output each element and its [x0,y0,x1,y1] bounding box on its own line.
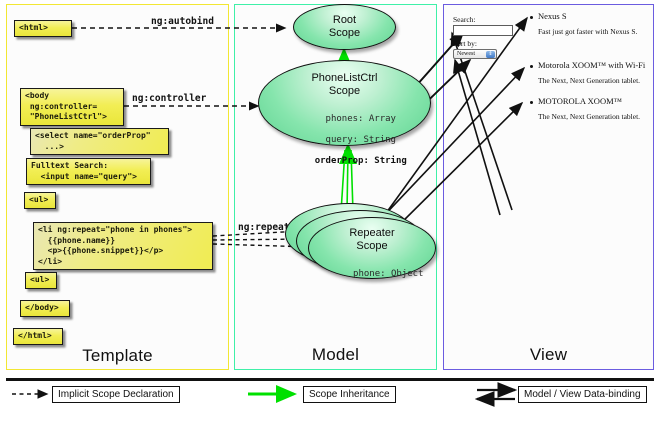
legend-divider [6,378,654,381]
scope-prop-phone: phone: Object [353,268,424,279]
code-box-ul-close: <ul> [25,272,57,289]
phone-name[interactable]: Motorola XOOM™ with Wi-Fi [538,60,646,70]
scope-prop-orderprop: orderProp: String [314,155,407,166]
view-search-label: Search: [453,15,476,24]
scope-prop-phones: phones: Array [325,113,396,124]
code-box-fulltext-search: Fulltext Search: <input name="query"> [26,158,151,185]
phone-snippet: The Next, Next Generation tablet. [538,112,641,121]
legend-implicit-scope-declaration: Implicit Scope Declaration [52,386,180,403]
search-input[interactable] [453,25,513,36]
code-box-li-repeat: <li ng:repeat="phone in phones"> {{phone… [33,222,213,270]
panel-model-label: Model [311,345,360,364]
phone-name[interactable]: Nexus S [538,11,567,21]
code-box-body-close: </body> [20,300,70,317]
chevron-updown-icon: ⇕ [486,51,495,58]
list-bullet [530,65,533,68]
connector-label-ng-controller: ng:controller [132,93,207,104]
code-box-ul-open: <ul> [24,192,56,209]
connector-label-ng-repeat: ng:repeat [238,222,290,233]
legend-model-view-data-binding: Model / View Data-binding [518,386,647,403]
sort-by-selected-value: Newest [457,51,475,57]
legend-glyph-databinding [474,382,518,407]
panel-view-label: View [529,345,568,364]
panel-template-label: Template [82,346,153,365]
legend-scope-inheritance: Scope Inheritance [303,386,396,403]
list-bullet [530,101,533,104]
list-bullet [530,16,533,19]
scope-phonelistctrl-props: phones: Array query: String orderProp: S… [259,103,430,177]
code-box-html-open: <html> [14,20,72,37]
code-box-html-close: </html> [13,328,63,345]
scope-repeater-props: phone: Object [309,258,435,290]
connector-label-ng-autobind: ng:autobind [151,16,214,27]
panel-model: Model [234,4,437,370]
sort-by-select[interactable]: Newest ⇕ [453,49,497,59]
phone-snippet: The Next, Next Generation tablet. [538,76,641,85]
code-box-body-open: <body ng:controller= "PhoneListCtrl"> [20,88,124,126]
scope-prop-query: query: String [325,134,396,145]
view-sort-label: Sort by: [453,39,477,48]
phone-snippet: Fast just got faster with Nexus S. [538,27,638,36]
phone-name[interactable]: MOTOROLA XOOM™ [538,96,622,106]
code-box-select: <select name="orderProp" ...> [30,128,169,155]
